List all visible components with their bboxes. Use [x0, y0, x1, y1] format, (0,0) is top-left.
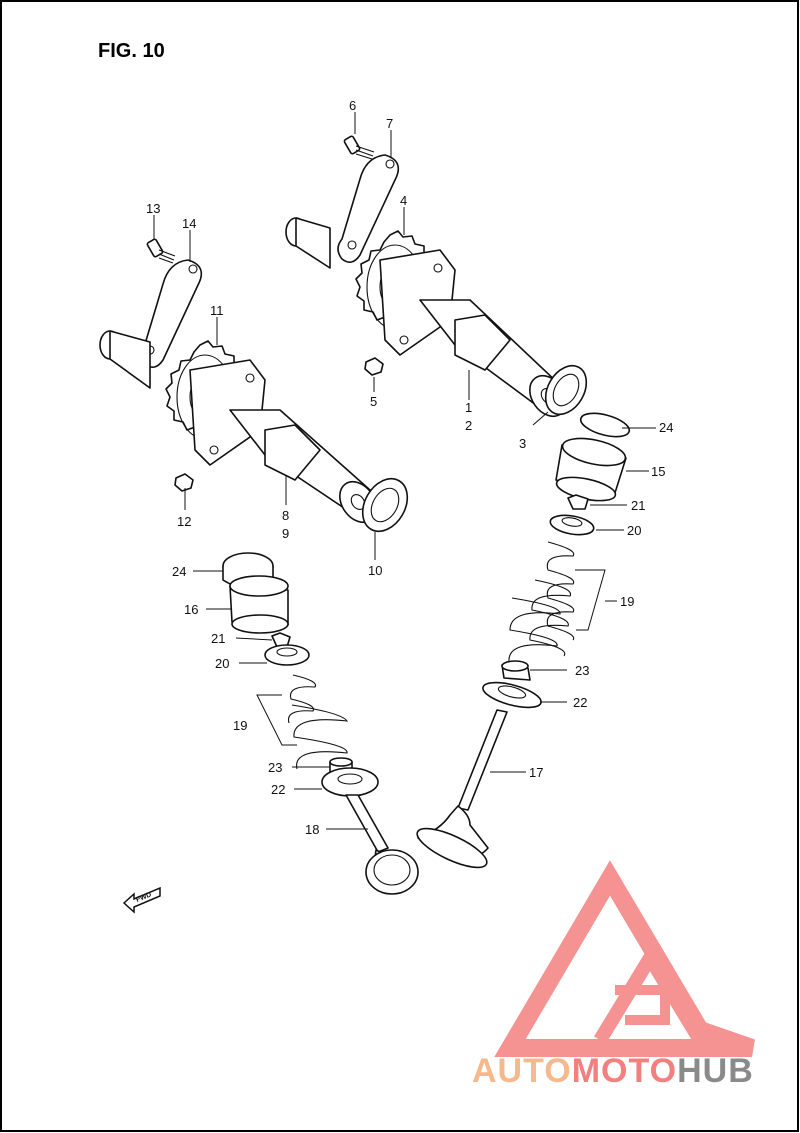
bolt-13	[146, 238, 176, 264]
callout-15: 15	[651, 464, 665, 479]
callout-4: 4	[400, 193, 407, 208]
oil-seal-22-right	[482, 681, 542, 709]
pin-5	[364, 357, 384, 376]
retainer-20-right	[549, 514, 595, 536]
callout-20-left: 20	[215, 656, 229, 671]
callout-24-left: 24	[172, 564, 186, 579]
spring-19-right	[508, 541, 575, 663]
figure-title: FIG. 10	[98, 40, 165, 62]
washer-3	[544, 364, 588, 416]
callout-5: 5	[370, 394, 377, 409]
shim-24-right	[579, 412, 631, 438]
callout-13: 13	[146, 201, 160, 216]
valve-18	[345, 794, 419, 895]
callout-19-left: 19	[233, 718, 247, 733]
pin-12	[174, 473, 194, 492]
callout-labels: 6 7 4 13 14 11 5 1 2 3 24 15 21 20 12 8 …	[146, 98, 673, 837]
callout-10: 10	[368, 563, 382, 578]
callout-24-right: 24	[659, 420, 673, 435]
watermark-logo	[494, 860, 755, 1057]
bolt-6	[343, 135, 375, 160]
callout-3: 3	[519, 436, 526, 451]
callout-18: 18	[305, 822, 319, 837]
spring-seat-23-right	[501, 660, 531, 681]
callout-7: 7	[386, 116, 393, 131]
callout-12: 12	[177, 514, 191, 529]
fwd-arrow-icon: FWD	[122, 886, 161, 914]
tappet-15	[555, 437, 627, 502]
spring-19-left	[287, 674, 349, 770]
callout-11: 11	[210, 303, 224, 318]
callout-23-right: 23	[575, 663, 589, 678]
callout-6: 6	[349, 98, 356, 113]
callout-1: 1	[465, 400, 472, 415]
valve-train-left	[222, 552, 419, 895]
cotter-21-right	[567, 494, 589, 510]
valve-17	[416, 709, 508, 869]
camshaft-lower	[99, 238, 409, 533]
callout-22-right: 22	[573, 695, 587, 710]
callout-9: 9	[282, 526, 289, 541]
callout-21-right: 21	[631, 498, 645, 513]
tappet-16	[229, 575, 289, 634]
callout-8: 8	[282, 508, 289, 523]
oil-seal-22-left	[321, 767, 379, 797]
callout-20-right: 20	[627, 523, 641, 538]
retainer-20-left	[264, 644, 310, 666]
callout-22-left: 22	[271, 782, 285, 797]
callout-19-right: 19	[620, 594, 634, 609]
callout-16: 16	[184, 602, 198, 617]
valve-train-right	[416, 412, 631, 869]
cam-sprocket-plate-7	[337, 154, 400, 263]
callout-17: 17	[529, 765, 543, 780]
cotter-21-left	[271, 632, 291, 648]
callout-2: 2	[465, 418, 472, 433]
camshaft-upper	[285, 135, 588, 418]
callout-14: 14	[182, 216, 196, 231]
watermark-text: AUTOMOTOHUB	[472, 1052, 754, 1090]
callout-23-left: 23	[268, 760, 282, 775]
callout-21-left: 21	[211, 631, 225, 646]
leader-lines	[153, 112, 656, 830]
washer-10	[361, 477, 409, 533]
